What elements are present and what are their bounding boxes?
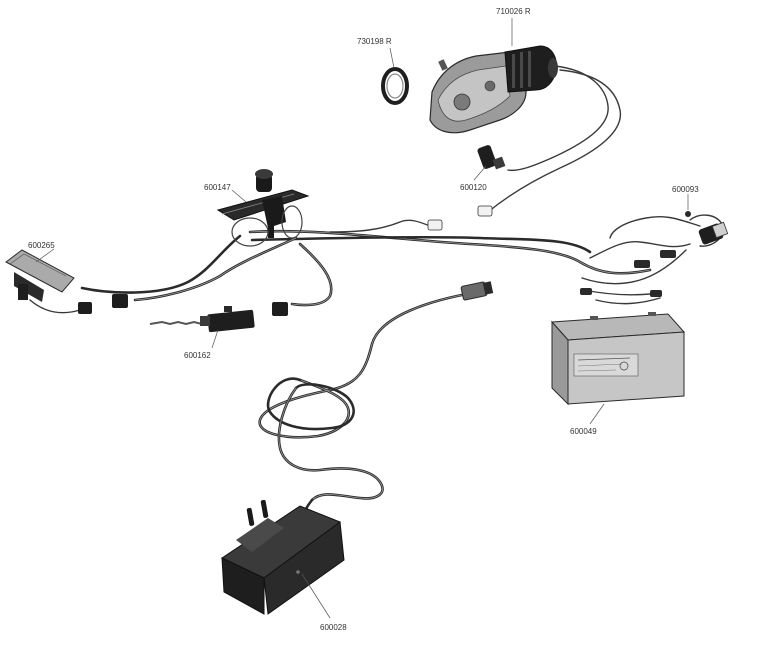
motor-connector <box>427 145 506 231</box>
charger-part-number: 600028 <box>320 623 347 632</box>
motor-connector-leader <box>473 165 487 181</box>
micro-switch-leader <box>211 329 219 349</box>
charger-connector <box>460 281 494 301</box>
motor-part-number: 710026 R <box>496 7 531 16</box>
battery-leader <box>589 403 605 425</box>
charger-cable <box>258 290 480 530</box>
gear-part-number: 730198 R <box>357 37 392 46</box>
battery-part-number: 600049 <box>570 427 597 436</box>
battery <box>550 312 686 406</box>
switch-assembly <box>216 169 310 247</box>
motor-connector-part-number: 600120 <box>460 183 487 192</box>
gear-ring <box>381 67 409 105</box>
micro-switch-part-number: 600162 <box>184 351 211 360</box>
pedal-leader <box>35 248 55 263</box>
pedal <box>5 249 92 314</box>
charger-leader <box>301 573 331 619</box>
charger <box>220 499 345 615</box>
fuse-holder-part-number: 600093 <box>672 185 699 194</box>
fuse-holder <box>580 211 729 297</box>
micro-switch <box>112 294 288 333</box>
pedal-part-number: 600265 <box>28 241 55 250</box>
switch-assembly-part-number: 600147 <box>204 183 231 192</box>
gear-leader <box>389 47 395 69</box>
main-harness <box>29 65 724 314</box>
motor-gearbox <box>429 45 558 134</box>
switch-assembly-leader <box>231 189 247 203</box>
